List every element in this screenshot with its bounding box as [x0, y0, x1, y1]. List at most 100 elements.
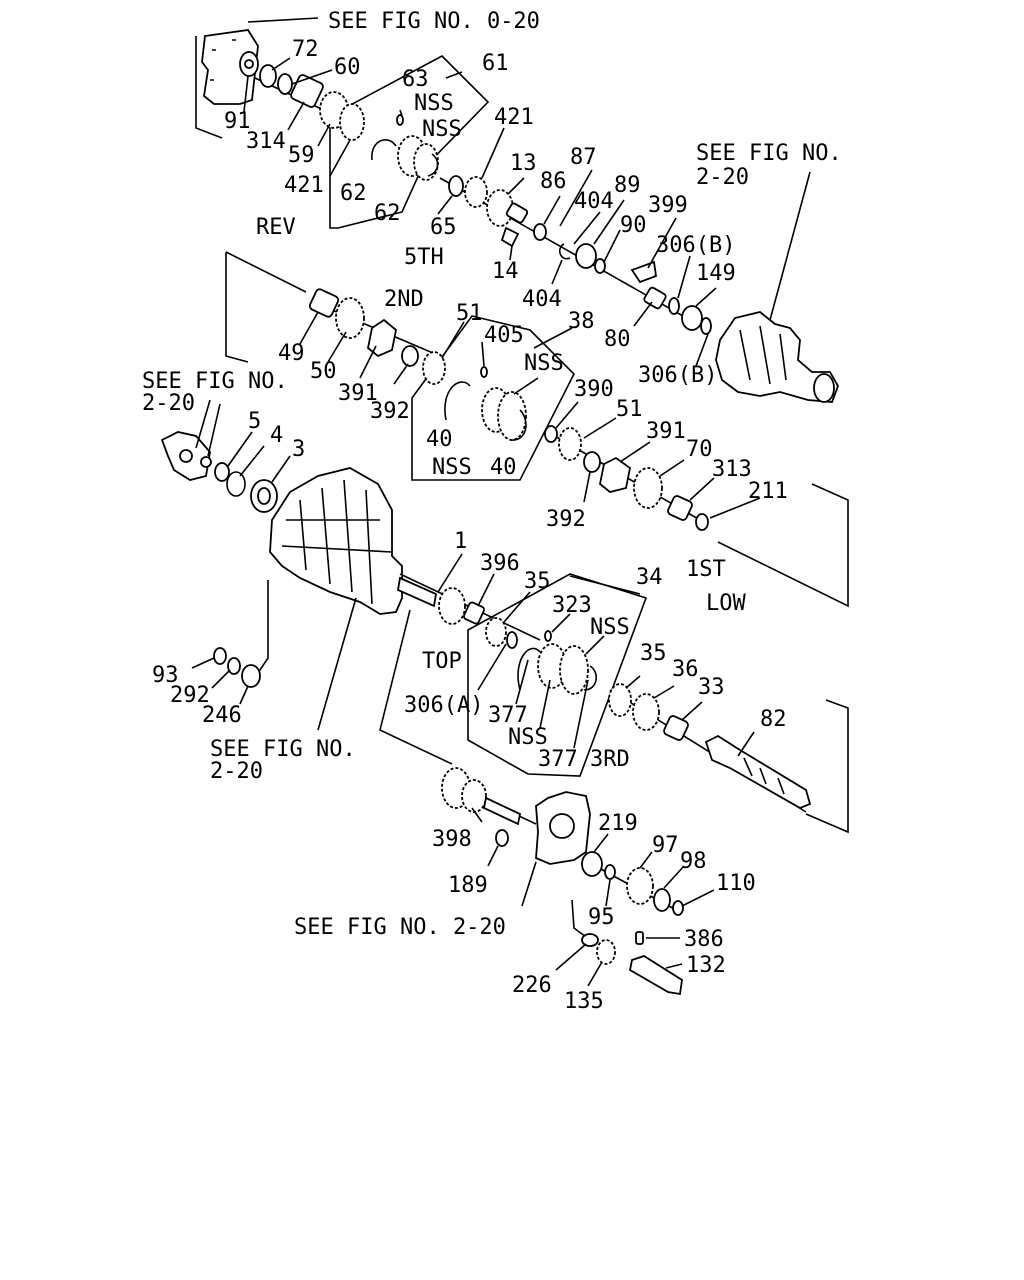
part-label: 13: [510, 151, 537, 176]
part-label: 314: [246, 129, 286, 154]
part-421-reverse-gear: [339, 103, 365, 141]
part-5-ring: [214, 462, 230, 482]
part-95-ring: [604, 864, 616, 880]
part-313-needle-bearing: [667, 495, 693, 521]
part-40-spring-a: [444, 381, 471, 421]
part-label: 391: [646, 419, 686, 444]
part-314-bearing: [290, 74, 324, 108]
part-65-ring: [448, 175, 464, 197]
part-label: 59: [288, 143, 315, 168]
part-404-circlip-a: [558, 243, 571, 260]
part-189-ring: [495, 829, 509, 847]
part-306a-ring: [506, 631, 518, 649]
part-60-collar: [277, 73, 293, 95]
bracket-case-left: [255, 580, 269, 677]
part-label: 292: [170, 683, 210, 708]
part-80-bearing: [643, 286, 667, 310]
part-label: 51: [456, 301, 483, 326]
part-label: 98: [680, 849, 707, 874]
part-label: 421: [494, 105, 534, 130]
part-91-washer-hole: [244, 59, 254, 69]
part-36-3rd-gear: [632, 693, 660, 731]
label-nss-2: NSS: [422, 117, 462, 142]
part-label: 5: [248, 409, 261, 434]
part-label: 219: [598, 811, 638, 836]
part-292-ring: [227, 657, 241, 675]
part-label: 86: [540, 169, 567, 194]
part-label: 80: [604, 327, 631, 352]
part-14-pin: [500, 226, 520, 248]
part-label: 51: [616, 397, 643, 422]
part-label: 306(B): [656, 233, 735, 258]
part-2nd-synchro-sleeve: [497, 391, 527, 441]
part-label: 34: [636, 565, 663, 590]
part-391-synchro-ring-b: [599, 456, 631, 493]
part-label: 3: [292, 437, 305, 462]
part-421-5th-gear: [464, 176, 488, 208]
part-label: 246: [202, 703, 242, 728]
callout-see-fig-bottom-left-line1: SEE FIG NO.: [210, 737, 356, 762]
part-226-ring: [581, 933, 599, 947]
part-82-mainshaft-splines: [743, 757, 785, 795]
bracket-1st-right: [717, 483, 849, 608]
part-label: 62: [374, 201, 401, 226]
callout-see-fig-top-right-line2: 2-20: [696, 165, 749, 190]
part-label: 132: [686, 953, 726, 978]
label-2nd: 2ND: [384, 287, 424, 312]
label-low: LOW: [706, 591, 746, 616]
part-label: 36: [672, 657, 699, 682]
part-label: 390: [574, 377, 614, 402]
part-label: 377: [538, 747, 578, 772]
part-135-gear: [596, 939, 616, 965]
part-label: 211: [748, 479, 788, 504]
part-3-bearing-inner: [257, 487, 271, 505]
part-label: 306(A): [404, 693, 483, 718]
part-label: 404: [574, 189, 614, 214]
part-label: 226: [512, 973, 552, 998]
bracket-2nd-left: [225, 251, 307, 363]
label-3rd: 3RD: [590, 747, 630, 772]
part-label: 313: [712, 457, 752, 482]
part-label: 89: [614, 173, 641, 198]
transmission-case: [269, 467, 403, 615]
part-label: 82: [760, 707, 787, 732]
part-33-needle-bearing: [663, 715, 689, 741]
part-70-1st-gear: [633, 467, 663, 509]
part-35-cone-b: [608, 683, 632, 717]
label-nss-4: NSS: [432, 455, 472, 480]
label-rev: REV: [256, 215, 296, 240]
callout-see-fig-0-20: SEE FIG NO. 0-20: [328, 9, 540, 34]
callout-see-fig-left-line2: 2-20: [142, 391, 195, 416]
part-label: 399: [648, 193, 688, 218]
part-label: 377: [488, 703, 528, 728]
part-391-synchro-ring-a: [367, 318, 397, 358]
part-390-ring: [544, 425, 558, 443]
box-3rd-top-synchro: [467, 573, 648, 777]
part-label: 35: [640, 641, 667, 666]
part-4-snap-ring: [226, 471, 246, 497]
part-82-mainshaft: [704, 734, 812, 809]
part-323-key: [544, 630, 552, 642]
part-63-key: [396, 114, 404, 126]
part-306b-ring-b: [700, 317, 712, 335]
front-cover-housing: [201, 29, 259, 105]
label-nss-3: NSS: [524, 351, 564, 376]
bracket-main-right: [805, 699, 849, 834]
part-62-spring-b: [427, 153, 439, 177]
part-392-ring-b: [583, 451, 601, 473]
bracket-top-left: [195, 17, 319, 139]
part-label: 396: [480, 551, 520, 576]
part-89-bearing: [575, 243, 597, 269]
part-405-key: [480, 366, 488, 378]
small-front-flange-hole: [179, 449, 193, 463]
callout-see-fig-left-line1: SEE FIG NO.: [142, 369, 288, 394]
part-49-needle-bearing: [308, 288, 340, 318]
label-1st: 1ST: [686, 557, 726, 582]
box-rev-5th-synchro: [329, 55, 490, 229]
part-35-cone-a: [485, 617, 507, 647]
part-5-snap-ring: [200, 456, 212, 468]
part-1-input-shaft: [396, 576, 438, 608]
part-86-nut: [533, 223, 547, 241]
front-cover-bolts: [210, 39, 236, 81]
